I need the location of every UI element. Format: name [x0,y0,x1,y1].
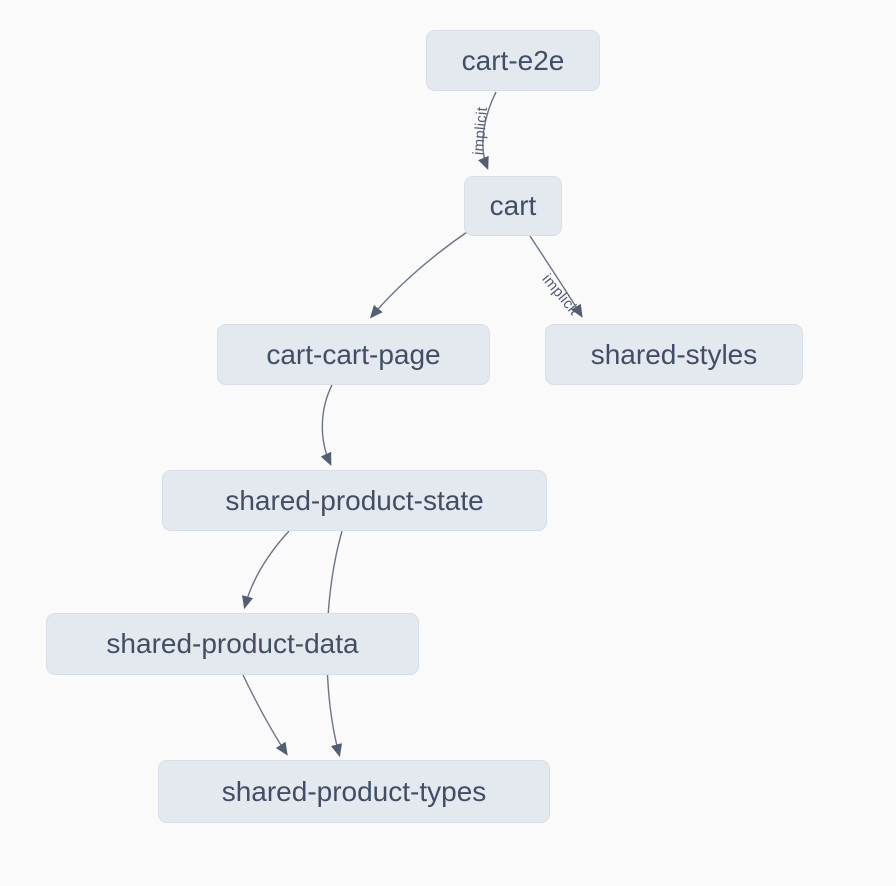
edge-cart-to-cart-cart-page[interactable] [369,229,471,319]
graph-node-cart-e2e[interactable]: cart-e2e [426,30,600,91]
graph-node-cart-cart-page[interactable]: cart-cart-page [217,324,490,385]
graph-node-shared-product-types[interactable]: shared-product-types [158,760,550,823]
node-label: shared-styles [590,338,758,370]
node-label: cart [489,190,537,221]
node-label: cart-cart-page [266,338,441,370]
graph-node-shared-product-data[interactable]: shared-product-data [46,613,419,675]
node-label: shared-product-state [225,484,484,516]
node-label: shared-product-types [221,775,487,807]
edge-shared-product-data-to-shared-product-types[interactable] [242,674,288,756]
edge-cart-cart-page-to-shared-product-state[interactable] [320,384,333,466]
edge-cart-e2e-to-cart[interactable] [478,91,497,171]
edge-label-cart-e2e-to-cart: implicit [470,106,491,156]
graph-node-shared-product-state[interactable]: shared-product-state [162,470,547,531]
graph-node-shared-styles[interactable]: shared-styles [545,324,803,385]
graph-node-cart[interactable]: cart [464,176,562,236]
node-label: cart-e2e [461,44,565,76]
edge-shared-product-state-to-shared-product-data[interactable] [242,530,290,610]
edge-cart-to-shared-styles[interactable] [529,235,583,318]
edge-label-cart-to-shared-styles: implicit [538,271,582,319]
node-label: shared-product-data [106,628,359,659]
